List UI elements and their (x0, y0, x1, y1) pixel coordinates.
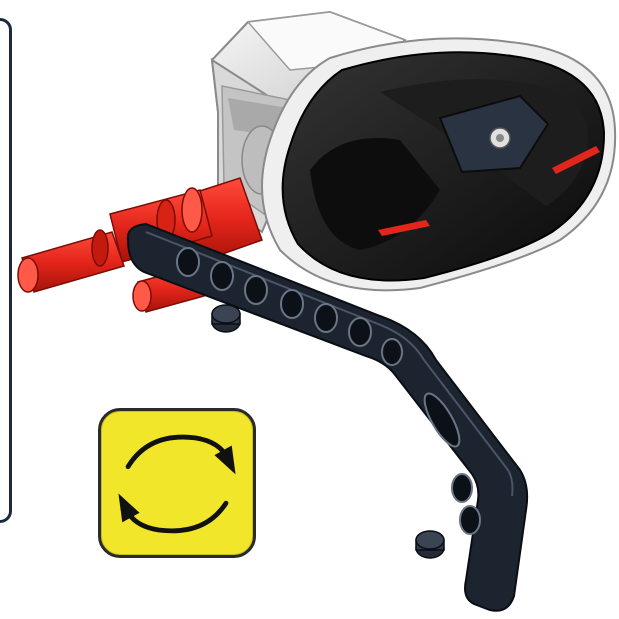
rotate-model-icon (101, 411, 253, 555)
ev3-large-motor (212, 12, 615, 290)
rotate-model-callout (98, 408, 256, 558)
